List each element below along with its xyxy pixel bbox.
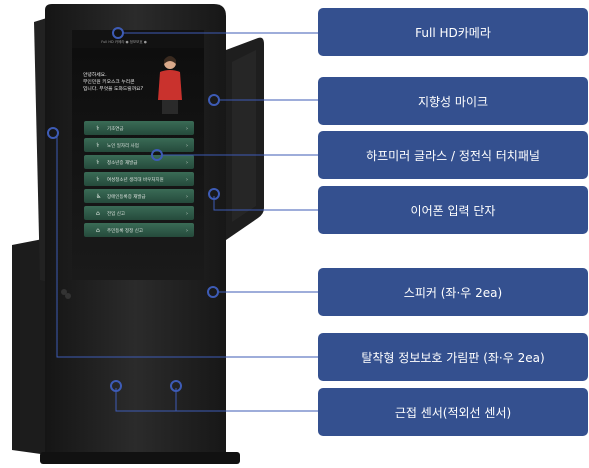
callout-camera-label: Full HD카메라 — [415, 25, 491, 40]
camera-marker — [112, 27, 124, 39]
menu-item[interactable]: ♿ 장애인등록증 재발급 › — [84, 189, 194, 203]
privacy-marker — [47, 127, 59, 139]
avatar-figure — [158, 56, 182, 114]
menu-item-label: 노인 일자리 사업 — [107, 142, 139, 149]
menu-item[interactable]: ⌂ 주민등록 정정 신고 › — [84, 223, 194, 237]
screen-menu: ⚕ 기초연금 › ⚕ 노인 일자리 사업 › ⚕ 청소년증 재발급 › ⚕ 여성… — [84, 121, 194, 237]
menu-item-label: 기초연금 — [107, 125, 124, 132]
speaker-marker — [207, 286, 219, 298]
menu-item[interactable]: ⚕ 여성청소년 생리대 바우처지원 › — [84, 172, 194, 186]
microphone-marker — [208, 94, 220, 106]
menu-item[interactable]: ⌂ 전입 신고 › — [84, 206, 194, 220]
kiosk-stand — [12, 238, 48, 455]
menu-item-icon: ⌂ — [96, 210, 100, 217]
callout-halfmirror: 하프미러 글라스 / 정전식 터치패널 — [318, 131, 588, 179]
callout-speaker-label: 스피커 (좌·우 2ea) — [403, 285, 503, 300]
callout-privacy-label: 탈착형 정보보호 가림판 (좌·우 2ea) — [361, 350, 545, 365]
callout-privacy: 탈착형 정보보호 가림판 (좌·우 2ea) — [318, 333, 588, 381]
sensor-marker-right — [170, 380, 182, 392]
menu-item-icon: ⌂ — [96, 227, 100, 234]
menu-item-label: 장애인등록증 재발급 — [107, 193, 146, 200]
callout-speaker: 스피커 (좌·우 2ea) — [318, 268, 588, 316]
callout-earphone-label: 이어폰 입력 단자 — [410, 203, 496, 218]
callout-sensor-label: 근접 센서(적외선 센서) — [394, 405, 512, 420]
screen-greeting-1: 안녕하세요. — [83, 71, 107, 78]
callout-sensor: 근접 센서(적외선 센서) — [318, 388, 588, 436]
menu-item-icon: ⚕ — [96, 142, 99, 149]
menu-item-label: 청소년증 재발급 — [107, 159, 137, 166]
callout-earphone: 이어폰 입력 단자 — [318, 186, 588, 234]
menu-item-label: 전입 신고 — [107, 210, 125, 217]
menu-item-label: 주민등록 정정 신고 — [107, 227, 143, 234]
leader-privacy — [56, 135, 318, 358]
screen-topbar-text: Full HD 카메라 ● 정보보호 ● — [101, 39, 147, 44]
menu-item[interactable]: ⚕ 기초연금 › — [84, 121, 194, 135]
chevron-right-icon: › — [186, 177, 188, 183]
chevron-right-icon: › — [186, 228, 188, 234]
kiosk-illustration: Full HD 카메라 ● 정보보호 ● 안녕하세요. 무인민원 키오스크 누리… — [12, 4, 264, 464]
chevron-right-icon: › — [186, 211, 188, 217]
earphone-marker — [208, 188, 220, 200]
menu-item[interactable]: ⚕ 청소년증 재발급 › — [84, 155, 194, 169]
markers — [47, 27, 220, 392]
menu-item-label: 여성청소년 생리대 바우처지원 — [107, 176, 164, 183]
menu-item-icon: ⚕ — [96, 125, 99, 132]
chevron-right-icon: › — [186, 194, 188, 200]
screen-greeting-3: 입니다. 무엇을 도와드릴까요? — [83, 85, 144, 92]
screen-greeting-2: 무인민원 키오스크 누리콘 — [83, 78, 135, 85]
chevron-right-icon: › — [186, 160, 188, 166]
menu-item-icon: ⚕ — [96, 176, 99, 183]
leader-earphone — [213, 196, 318, 211]
screen-top-bar — [72, 30, 204, 48]
callout-camera: Full HD카메라 — [318, 8, 588, 56]
kiosk-base — [40, 452, 240, 464]
menu-item[interactable]: ⚕ 노인 일자리 사업 › — [84, 138, 194, 152]
callout-halfmirror-label: 하프미러 글라스 / 정전식 터치패널 — [366, 148, 540, 163]
menu-item-icon: ⚕ — [96, 159, 99, 166]
callout-microphone: 지향성 마이크 — [318, 77, 588, 125]
leader-lines — [56, 32, 318, 412]
chevron-right-icon: › — [186, 126, 188, 132]
callout-microphone-label: 지향성 마이크 — [417, 94, 489, 109]
menu-item-icon: ♿ — [96, 193, 101, 200]
chevron-right-icon: › — [186, 143, 188, 149]
sensor-marker-left — [110, 380, 122, 392]
halfmirror-marker — [151, 149, 163, 161]
